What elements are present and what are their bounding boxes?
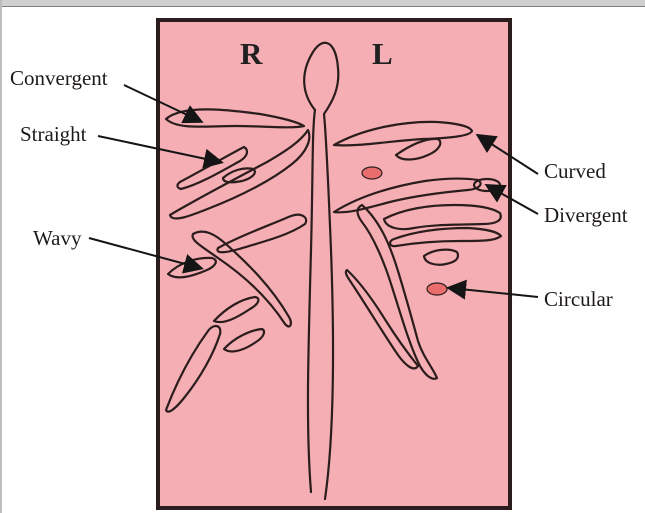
right-side-label: R	[240, 36, 263, 71]
circular-label: Circular	[544, 287, 613, 311]
convergent-label: Convergent	[10, 66, 108, 90]
wavy-label: Wavy	[33, 226, 82, 250]
curved-label: Curved	[544, 159, 606, 183]
small-spot-upper	[362, 167, 382, 179]
straight-label: Straight	[20, 122, 87, 146]
circular-spot	[427, 283, 447, 295]
left-side-label: L	[372, 36, 393, 71]
divergent-label: Divergent	[544, 203, 628, 227]
